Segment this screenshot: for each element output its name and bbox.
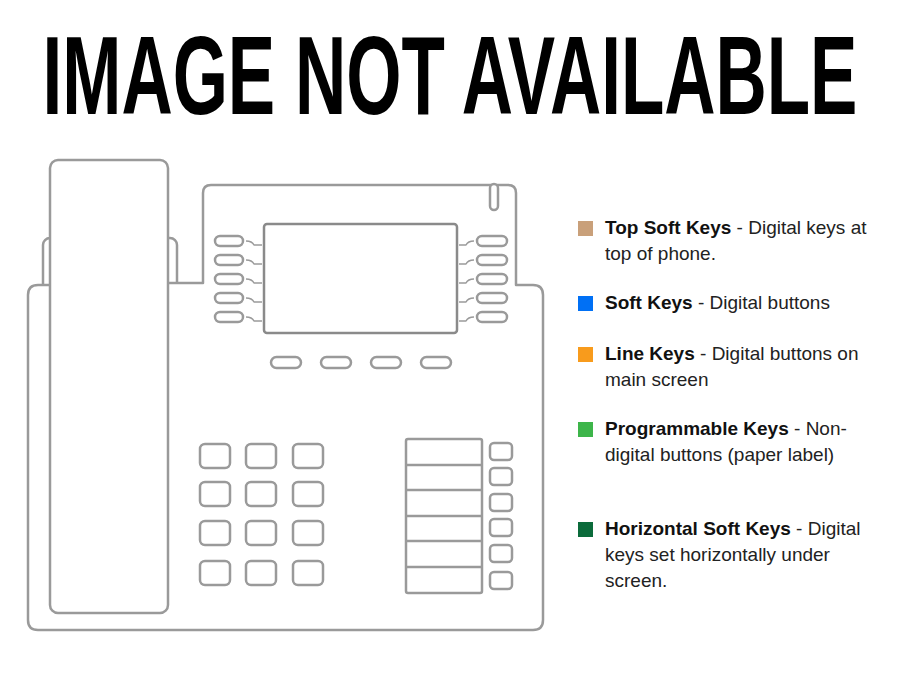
legend-text: Soft Keys - Digital buttons (605, 290, 873, 316)
horizontal-soft-keys (271, 357, 451, 368)
keypad (200, 444, 323, 585)
title: IMAGE NOT AVAILABLE (43, 20, 858, 132)
label-panel (406, 439, 482, 593)
handset (50, 160, 168, 613)
legend-text: Horizontal Soft Keys - Digital keys set … (605, 516, 873, 594)
indicator-light (490, 184, 498, 210)
legend-text: Line Keys - Digital buttons on main scre… (605, 341, 873, 393)
legend-text: Top Soft Keys - Digital keys at top of p… (605, 215, 873, 267)
legend-swatch (578, 221, 593, 236)
legend-swatch (578, 422, 593, 437)
screen (264, 224, 457, 333)
legend-swatch (578, 522, 593, 537)
programmable-keys (490, 443, 512, 589)
right-soft-keys (477, 236, 507, 322)
legend-swatch (578, 347, 593, 362)
legend-text: Programmable Keys - Non-digital buttons … (605, 416, 873, 468)
key-leaders (246, 241, 474, 321)
left-soft-keys (215, 236, 243, 322)
legend-swatch (578, 296, 593, 311)
